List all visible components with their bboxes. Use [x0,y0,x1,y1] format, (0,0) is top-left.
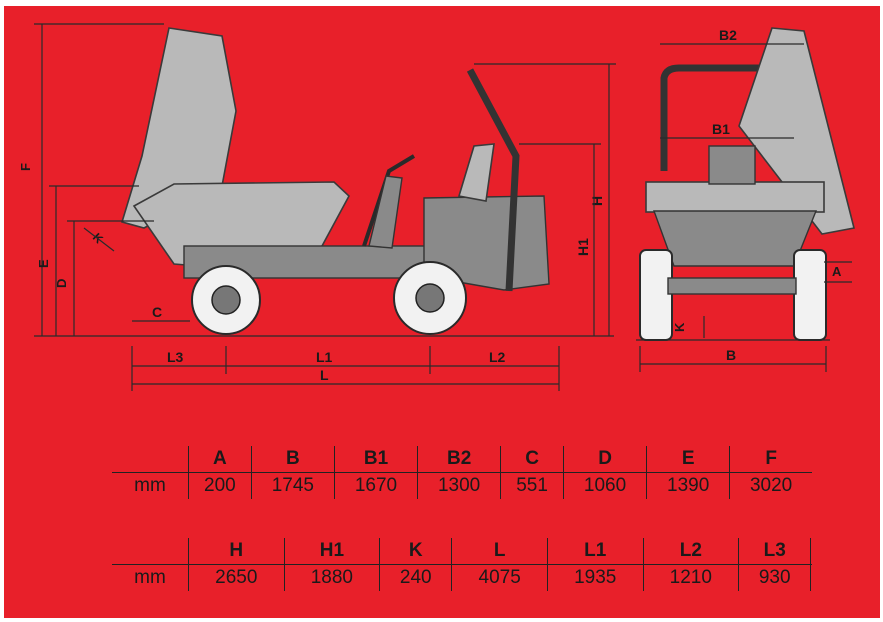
label-h1: H1 [575,238,591,256]
value-d: 1060 [562,472,647,499]
header-l: L [451,538,548,565]
header-l1: L1 [546,538,644,565]
header-b1: B1 [333,446,418,473]
unit-label-2: mm [134,567,166,588]
value-b1: 1670 [333,472,418,499]
label-h: H [589,196,605,206]
rear-tub [653,210,818,267]
control-tower [368,175,403,249]
value-b2: 1300 [417,472,501,499]
dimension-table-2: H H1 K L L1 L2 L3 mm 2650 1880 240 4075 … [112,538,812,591]
rear-axle [667,277,797,295]
table-2-header-row: H H1 K L L1 L2 L3 [112,538,812,565]
label-l: L [320,367,329,383]
header-l2: L2 [642,538,739,565]
table-1-header-row: A B B1 B2 C D E F [112,446,812,473]
header-b: B [250,446,335,473]
value-b: 1745 [250,472,335,499]
header-d: D [562,446,647,473]
value-l3: 930 [738,564,811,591]
header-b2: B2 [417,446,501,473]
label-a: A [832,264,842,279]
label-e: E [36,259,51,268]
label-b1: B1 [712,121,730,137]
spec-sheet: F E D K C L3 L1 L2 L H H1 [4,6,880,618]
label-b2: B2 [719,27,737,43]
value-h: 2650 [188,564,285,591]
front-hub [211,285,241,315]
label-l3: L3 [167,349,184,365]
steering-column [362,154,416,247]
value-h1: 1880 [283,564,380,591]
label-c: C [152,304,162,320]
rear-view: B2 B1 A K B [636,27,855,372]
table-2-value-row: mm 2650 1880 240 4075 1935 1210 930 [112,564,812,591]
header-k: K [379,538,452,565]
rear-body [645,181,825,213]
dimension-table-1: A B B1 B2 C D E F mm 200 1745 1670 1300 … [112,446,812,499]
header-l3: L3 [738,538,811,565]
driver-seat [457,143,495,202]
rear-left-wheel [639,249,673,341]
value-a: 200 [188,472,252,499]
value-k: 240 [379,564,452,591]
header-e: E [646,446,730,473]
header-h1: H1 [283,538,380,565]
label-d: D [54,279,69,288]
label-f: F [18,163,33,171]
value-e: 1390 [646,472,730,499]
side-view: F E D K C L3 L1 L2 L H H1 [18,23,616,391]
rear-seat [708,145,756,185]
dumper-dimension-drawing: F E D K C L3 L1 L2 L H H1 [18,23,855,391]
table-1-value-row: mm 200 1745 1670 1300 551 1060 1390 3020 [112,472,812,499]
value-empty [810,564,812,591]
header-f: F [729,446,812,473]
header-a: A [188,446,252,473]
rear-right-wheel [793,249,827,341]
value-f: 3020 [729,472,812,499]
label-l2: L2 [489,349,506,365]
rear-raised-skip [738,27,855,235]
value-l1: 1935 [546,564,644,591]
label-b: B [726,347,736,363]
rops-frame [466,68,520,292]
header-empty [810,538,812,565]
unit-label: mm [134,475,166,496]
value-l: 4075 [451,564,548,591]
rear-hub [415,283,445,313]
header-c: C [500,446,564,473]
header-h: H [188,538,285,565]
label-l1: L1 [316,349,333,365]
value-c: 551 [500,472,564,499]
label-k-rear: K [672,322,687,332]
value-l2: 1210 [642,564,739,591]
